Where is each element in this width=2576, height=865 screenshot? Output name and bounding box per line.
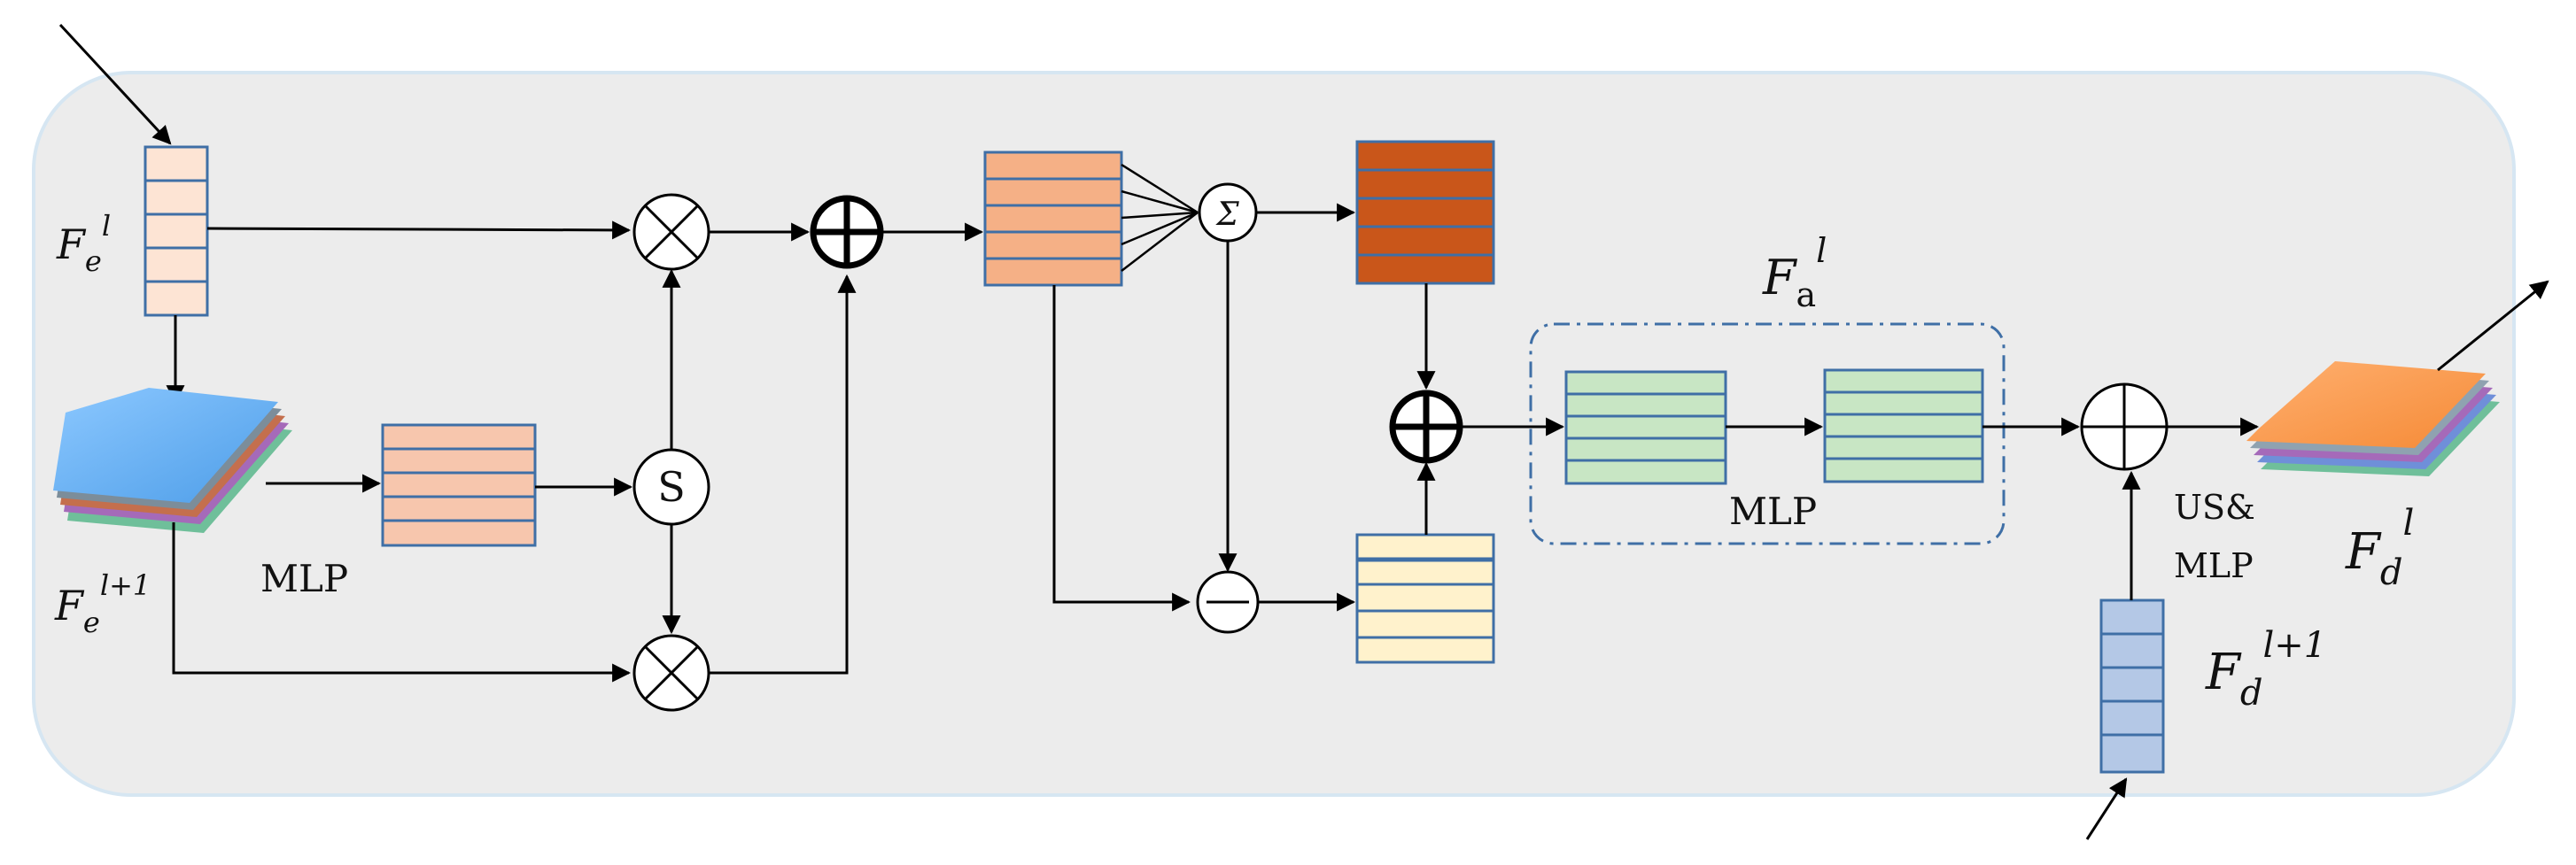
add-operator-1: [810, 195, 884, 269]
sigmoid-operator: S: [632, 448, 710, 526]
input-arrow-fd-l1: [2085, 777, 2128, 840]
input-arrow-fe-l: [58, 23, 172, 145]
encoder-feature-stack-fe-l1: [53, 388, 292, 533]
label-fa-l: Fal: [1762, 231, 1827, 314]
label-mlp-attention: MLP: [1729, 490, 1817, 533]
sum-operator: Σ: [1198, 182, 1258, 243]
mlp-feature-block: [381, 423, 537, 547]
encoder-feature-fe-l: [144, 145, 209, 317]
label-us-mlp-2: MLP: [2174, 546, 2254, 585]
label-us-mlp-1: US&: [2174, 488, 2255, 527]
svg-text:Σ: Σ: [1214, 197, 1239, 233]
multiply-operator-top: [632, 193, 710, 271]
label-fd-l: Fdl: [2345, 503, 2414, 593]
svg-text:S: S: [657, 463, 686, 511]
label-fe-l: Fel: [56, 209, 111, 278]
attention-mlp-block-2: [1823, 368, 1984, 483]
fan-lines-to-sum: [1121, 163, 1199, 272]
difference-feature-block: [1355, 533, 1495, 664]
arrow-fe-l-to-mult-top: [206, 220, 632, 240]
attention-mlp-region: [1529, 322, 2006, 545]
multiply-operator-bottom: [632, 634, 710, 712]
arrow-fused-to-subtract: [1052, 285, 1191, 612]
arrow-stack-to-mult-bottom: [172, 522, 632, 683]
label-fe-l1: Fel+1: [54, 568, 151, 639]
output-arrow-fd-l: [2437, 280, 2549, 372]
decoder-feature-fd-l1: [2099, 599, 2165, 774]
subtract-operator: [1196, 570, 1260, 634]
aggregated-feature-block: [1355, 140, 1495, 285]
arrow-mult-bottom-to-add: [709, 274, 857, 675]
label-fd-l1: Fdl+1: [2205, 625, 2326, 714]
add-operator-3: [2080, 382, 2169, 471]
attention-mlp-block-1: [1564, 370, 1727, 485]
output-feature-stack-fd-l: [2246, 361, 2500, 476]
label-mlp-left: MLP: [260, 557, 348, 600]
fused-feature-block: [983, 151, 1123, 287]
add-operator-2: [1389, 390, 1463, 464]
